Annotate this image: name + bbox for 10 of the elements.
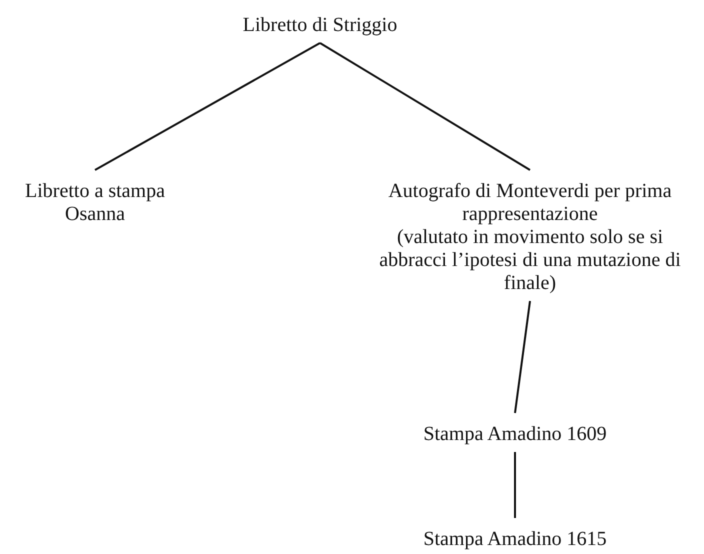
node-text: Stampa Amadino 1615 [422, 528, 608, 551]
node-text: Autografo di Monteverdi per prima rappresentazione [387, 180, 673, 226]
connector-line [514, 300, 531, 414]
connector-line [94, 42, 320, 171]
connector-line [319, 42, 531, 171]
node-text: Libretto a stampa Osanna [24, 180, 166, 226]
node-text: (valutato in movimento solo se si abbracci l’ipotesi di una mutazione di finale) [378, 226, 682, 295]
node-text: Libretto di Striggio [242, 14, 398, 37]
node-text: Stampa Amadino 1609 [422, 423, 608, 446]
connector-line [514, 452, 516, 518]
